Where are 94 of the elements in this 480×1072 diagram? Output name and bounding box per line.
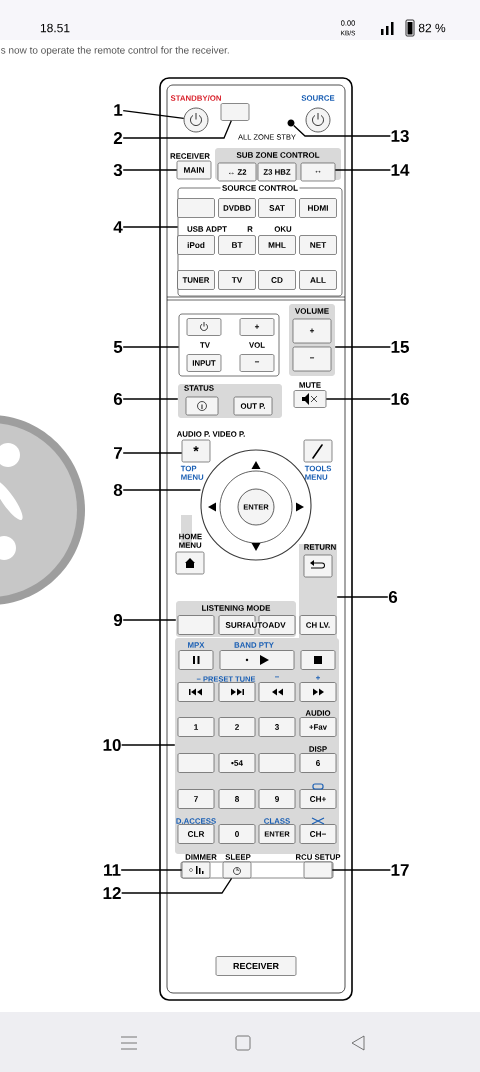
battery-level: 82 % xyxy=(418,23,446,33)
remote-button: BT xyxy=(218,235,256,255)
leader-line xyxy=(122,346,180,348)
indicator-light xyxy=(287,119,295,127)
remote-button: •54 xyxy=(218,753,256,773)
leader-line xyxy=(122,169,178,171)
button-label: − xyxy=(275,676,279,678)
remote-button xyxy=(303,861,333,879)
callout-number: 11 xyxy=(104,864,121,876)
remote-button: 7 xyxy=(177,789,215,809)
remote-button: + xyxy=(239,318,275,336)
leader-line xyxy=(120,869,183,871)
remote-button: iPod xyxy=(177,235,215,255)
leader-line xyxy=(293,124,391,137)
round-button xyxy=(305,107,331,133)
remote-button: − xyxy=(292,346,332,372)
callout-number: 5 xyxy=(113,341,123,353)
callout-number: 14 xyxy=(391,164,410,176)
callout-number: 3 xyxy=(113,163,123,177)
callout-number: 13 xyxy=(391,129,409,143)
callout-number: 9 xyxy=(113,614,123,627)
remote-button: 9 xyxy=(258,789,296,809)
callout-number: 15 xyxy=(391,341,409,353)
callout-number: 6 xyxy=(113,393,123,406)
remote-button xyxy=(177,615,215,635)
leader-line xyxy=(122,489,202,491)
remote-button: 3 xyxy=(258,717,296,737)
remote-button xyxy=(177,682,215,702)
remote-button: MAIN xyxy=(176,160,212,180)
leader-line xyxy=(121,877,233,894)
remote-button: CLR xyxy=(177,824,215,844)
callout-number: 8 xyxy=(113,484,123,497)
callout-number: 7 xyxy=(114,447,122,459)
remote-button xyxy=(218,682,256,702)
leader-line xyxy=(122,398,179,400)
remote-button: CH+ xyxy=(299,789,337,809)
remote-button: 6 xyxy=(299,753,337,773)
remote-button xyxy=(222,861,252,879)
button-label: AUTO xyxy=(245,621,269,629)
remote-button: SAT xyxy=(258,198,296,218)
remote-button: 0 xyxy=(218,824,256,844)
remote-button: ALL xyxy=(299,270,337,290)
callout-number: 10 xyxy=(103,739,121,752)
callout-number: 4 xyxy=(113,221,123,233)
leader-line xyxy=(334,346,391,348)
remote-button: * xyxy=(181,439,211,463)
remote-button: TV xyxy=(218,270,256,290)
leader-line xyxy=(336,596,389,598)
remote-button xyxy=(258,682,296,702)
button-label: + xyxy=(316,675,320,680)
remote-button xyxy=(220,103,250,121)
callout-number: 17 xyxy=(391,864,409,876)
node-label: LISTENING MODE xyxy=(202,605,271,611)
leader-line xyxy=(122,120,232,139)
remote-button: ↔ xyxy=(300,162,336,182)
leader-line xyxy=(122,619,177,621)
remote-button: CH− xyxy=(299,824,337,844)
remote-button xyxy=(186,318,222,336)
remote-button xyxy=(177,753,215,773)
remote-button xyxy=(177,198,215,218)
remote-button: 2 xyxy=(218,717,256,737)
remote-button xyxy=(300,650,336,670)
remote-button xyxy=(303,439,333,463)
remote-button xyxy=(299,682,337,702)
remote-button: CD xyxy=(258,270,296,290)
callout-number: 1 xyxy=(114,104,123,116)
remote-button: HDMI xyxy=(299,198,337,218)
remote-button: NET xyxy=(299,235,337,255)
callout-number: 12 xyxy=(103,887,121,899)
remote-button: 8 xyxy=(218,789,256,809)
leader-line xyxy=(122,110,185,120)
remote-button xyxy=(178,650,214,670)
remote-button: 1 xyxy=(177,717,215,737)
leader-line xyxy=(122,452,183,454)
remote-button: MHL xyxy=(258,235,296,255)
remote-button: RECEIVER xyxy=(215,956,297,976)
remote-button xyxy=(303,554,333,578)
page-text: s now to operate the remote control for the receiver. xyxy=(1,46,229,56)
round-button xyxy=(183,107,209,133)
remote-button xyxy=(181,861,211,879)
leader-line xyxy=(334,169,391,171)
clock-text: 18.51 xyxy=(40,23,70,33)
remote-button xyxy=(258,753,296,773)
leader-line xyxy=(325,398,391,400)
leader-line xyxy=(331,869,391,871)
leader-line xyxy=(122,226,179,228)
callout-number: 6 xyxy=(388,591,398,604)
remote-button xyxy=(185,396,219,416)
remote-button: − xyxy=(239,354,275,372)
callout-number: 16 xyxy=(391,393,409,406)
leader-line xyxy=(121,744,176,746)
callout-number: 2 xyxy=(113,132,123,144)
remote-button xyxy=(219,650,295,670)
remote-button: + xyxy=(292,318,332,344)
